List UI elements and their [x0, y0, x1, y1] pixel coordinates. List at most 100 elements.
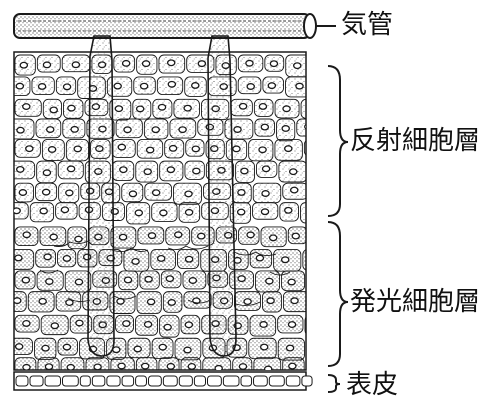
- cell-nucleus: [14, 254, 23, 262]
- cell-nucleus: [197, 60, 207, 68]
- reflector-layer-bracket: [327, 65, 349, 217]
- cell-nucleus: [73, 145, 82, 153]
- cell-nucleus: [146, 298, 156, 306]
- cell-nucleus: [281, 125, 290, 132]
- cell-nucleus: [25, 145, 34, 153]
- cell-nucleus: [285, 344, 295, 352]
- cell-nucleus: [22, 363, 31, 370]
- cell-nucleus: [166, 362, 176, 370]
- epidermis-strip: [13, 371, 313, 391]
- cell-nucleus: [240, 167, 249, 175]
- epidermis-cell: [207, 375, 222, 387]
- cell-nucleus: [123, 276, 133, 284]
- tissue-cell: [300, 202, 306, 224]
- cell-nucleus: [173, 231, 183, 239]
- cell-nucleus: [287, 321, 297, 328]
- tissue-cell: [300, 98, 306, 119]
- cell-nucleus: [237, 188, 246, 196]
- epidermis-cell: [240, 375, 253, 387]
- cell-nucleus: [315, 276, 322, 282]
- cell-nucleus: [246, 83, 255, 90]
- cell-nucleus: [259, 343, 269, 351]
- cell-nucleus: [117, 143, 127, 151]
- cell-nucleus: [151, 126, 160, 134]
- cell-nucleus: [188, 277, 198, 284]
- cell-nucleus: [157, 103, 167, 111]
- cell-nucleus: [14, 297, 22, 305]
- epidermis-cell: [301, 375, 313, 387]
- cell-nucleus: [144, 275, 153, 283]
- epidermis-cell: [285, 375, 301, 387]
- cell-nucleus: [184, 208, 194, 216]
- cell-nucleus: [143, 320, 153, 328]
- epidermis-cell: [79, 375, 91, 387]
- cell-nucleus: [304, 123, 306, 130]
- cell-nucleus: [66, 165, 76, 173]
- cell-nucleus: [233, 126, 242, 133]
- epidermis-cell: [121, 375, 135, 387]
- photocyte-layer-bracket: [327, 221, 349, 367]
- cell-nucleus: [49, 106, 58, 114]
- cell-nucleus: [159, 209, 168, 217]
- epidermis-cell: [44, 375, 61, 387]
- cell-nucleus: [139, 82, 149, 90]
- cell-nucleus: [22, 320, 31, 327]
- tissue-cell: [296, 118, 306, 137]
- cell-nucleus: [14, 343, 24, 351]
- epidermis-bracket: [327, 374, 341, 393]
- epidermis-cell: [268, 375, 285, 387]
- cell-nucleus: [293, 62, 302, 70]
- epidermis-cell: [62, 375, 79, 387]
- cell-nucleus: [131, 257, 140, 265]
- cell-nucleus: [42, 169, 52, 177]
- cell-nucleus: [311, 105, 318, 111]
- epidermis-cell: [29, 375, 44, 387]
- cell-nucleus: [184, 321, 194, 329]
- cell-nucleus: [267, 82, 277, 90]
- tissue-cell: [302, 249, 306, 271]
- tracheal-branches: [39, 35, 291, 357]
- epidermis-cell: [135, 375, 147, 387]
- cell-nucleus: [184, 255, 194, 263]
- cell-nucleus: [232, 145, 241, 153]
- cell-nucleus: [15, 82, 25, 90]
- cell-nucleus: [22, 103, 31, 111]
- cell-nucleus: [238, 363, 248, 370]
- cell-nucleus: [268, 234, 278, 242]
- cell-nucleus: [62, 255, 72, 262]
- cell-nucleus: [243, 298, 252, 306]
- cell-nucleus: [287, 278, 296, 286]
- cell-nucleus: [119, 166, 128, 174]
- cell-nucleus: [280, 256, 290, 264]
- cell-nucleus: [133, 345, 143, 353]
- cell-nucleus: [178, 126, 187, 134]
- cell-nucleus: [238, 102, 248, 110]
- cell-nucleus: [41, 344, 50, 352]
- cell-nucleus: [71, 61, 81, 69]
- tissue-block: [13, 51, 322, 371]
- cell-nucleus: [288, 168, 298, 176]
- cell-nucleus: [74, 278, 84, 286]
- cell-nucleus: [141, 60, 151, 68]
- cell-nucleus: [191, 145, 201, 153]
- cell-nucleus: [290, 297, 299, 305]
- cell-nucleus: [255, 254, 265, 262]
- epidermis-cell: [15, 375, 29, 387]
- cell-nucleus: [42, 61, 52, 69]
- cell-nucleus: [310, 346, 317, 352]
- cell-nucleus: [22, 231, 31, 239]
- cell-nucleus: [70, 125, 79, 133]
- cell-nucleus: [315, 363, 322, 369]
- cell-nucleus: [260, 208, 270, 216]
- cell-nucleus: [117, 362, 126, 370]
- cell-nucleus: [118, 233, 128, 241]
- cell-nucleus: [192, 167, 201, 175]
- cell-nucleus: [166, 59, 176, 67]
- cell-nucleus: [134, 209, 144, 217]
- cell-nucleus: [39, 207, 48, 215]
- tissue-cell: [303, 140, 306, 156]
- cell-nucleus: [50, 322, 60, 330]
- cell-nucleus: [288, 362, 297, 370]
- cell-nucleus: [259, 321, 268, 328]
